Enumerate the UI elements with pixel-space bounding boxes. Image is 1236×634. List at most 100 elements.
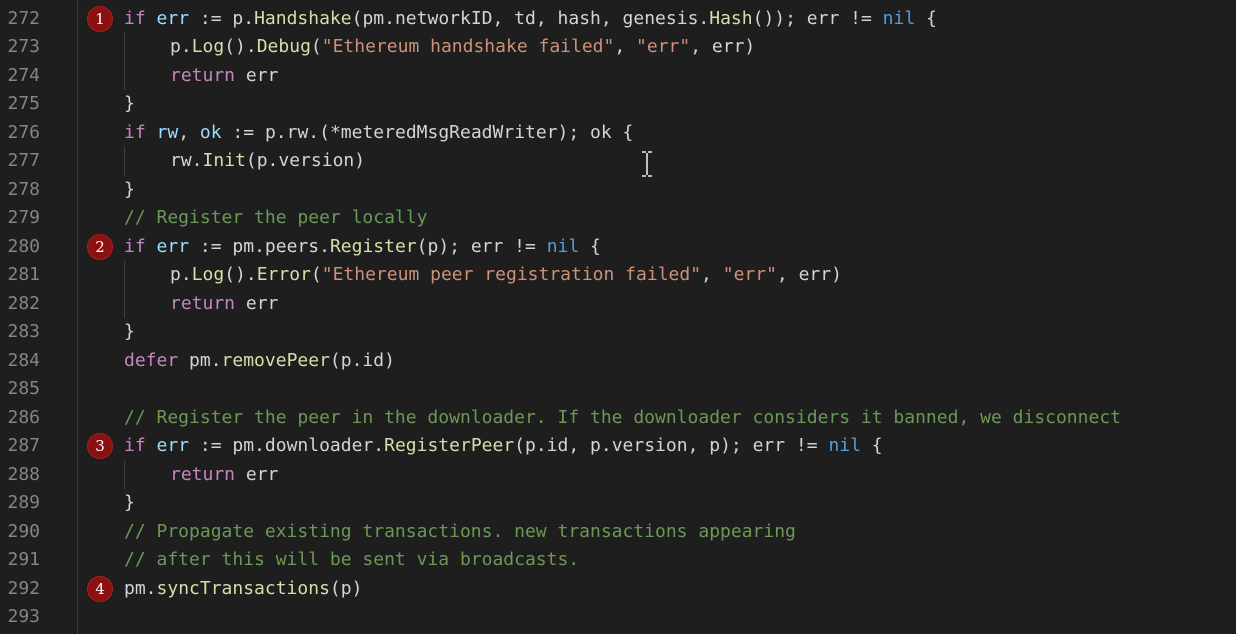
code-token: "err" [722, 264, 777, 285]
code-line[interactable]: 282 return err [0, 289, 1236, 319]
code-token: "err" [636, 36, 691, 57]
line-number: 279 [7, 207, 40, 228]
line-number: 289 [7, 492, 40, 513]
code-token: Log [191, 36, 225, 57]
code-token: "Ethereum handshake failed" [321, 36, 615, 57]
code-token: nil [828, 435, 861, 456]
code-line[interactable]: 291// after this will be sent via broadc… [0, 546, 1236, 575]
code-token: Hash [709, 7, 753, 29]
code-token: , [701, 264, 723, 285]
code-line[interactable]: 275} [0, 90, 1236, 119]
line-number: 282 [7, 292, 40, 314]
code-token: removePeer [221, 349, 330, 371]
code-token: if [124, 435, 146, 456]
line-number: 273 [7, 36, 40, 57]
code-token: if [124, 121, 146, 143]
line-number: 292 [7, 577, 40, 599]
code-token: rw [156, 121, 179, 143]
line-number: 275 [7, 93, 40, 114]
code-token: "Ethereum peer registration failed" [321, 264, 702, 285]
line-number: 290 [7, 520, 40, 542]
code-token: (p.id) [329, 349, 395, 371]
code-line[interactable]: 286 // Register the peer in the downloade… [0, 404, 1236, 433]
code-token: := p.rw.(*meteredMsgReadWriter); ok { [221, 121, 634, 143]
code-token: nil [882, 7, 916, 29]
code-token: (). [224, 36, 257, 57]
code-text: return err [170, 290, 278, 319]
code-token: Debug [256, 36, 311, 57]
code-token: nil [546, 235, 580, 257]
code-token: ( [310, 264, 322, 285]
code-text: rw.Init(p.version) [170, 147, 365, 176]
code-token: return [170, 292, 236, 314]
line-number: 287 [7, 435, 40, 456]
code-line[interactable]: 278} [0, 176, 1236, 205]
step-marker-badge: 2 [87, 233, 113, 260]
code-token: p. [170, 264, 192, 285]
code-token [146, 122, 157, 143]
code-token: if [124, 235, 146, 257]
line-number: 277 [7, 150, 40, 171]
code-token: err [156, 235, 190, 257]
code-token: err [235, 64, 279, 86]
code-token: := p. [189, 7, 255, 29]
indent-guide [124, 289, 125, 318]
code-text: pm.syncTransactions(p) [124, 575, 362, 604]
code-token: return [170, 64, 236, 86]
line-number: 283 [7, 321, 40, 342]
step-marker-badge: 1 [87, 5, 113, 32]
code-token: (). [224, 264, 257, 285]
code-token: { [579, 235, 601, 257]
code-token: return [170, 463, 236, 485]
code-token: } [124, 93, 135, 114]
code-token: syncTransactions [156, 577, 330, 599]
line-number: 285 [7, 378, 40, 399]
code-line[interactable]: 283} [0, 318, 1236, 347]
code-token: err [235, 292, 279, 314]
code-line[interactable]: 289} [0, 489, 1236, 518]
code-token: ok [199, 121, 222, 143]
code-text: // Register the peer locally [124, 204, 427, 233]
code-token: pm. [124, 577, 157, 599]
code-token: ( [310, 36, 322, 57]
code-line[interactable]: 292 pm.syncTransactions(p) 4 [0, 575, 1236, 604]
code-text: if err := pm.peers.Register(p); err != n… [124, 233, 601, 262]
code-token: { [915, 7, 937, 29]
code-token: Register [329, 235, 417, 257]
code-line[interactable]: 279 // Register the peer locally [0, 204, 1236, 233]
code-text: // Register the peer in the downloader. … [124, 404, 1121, 433]
code-line[interactable]: 290// Propagate existing transactions. n… [0, 518, 1236, 547]
code-token: (p.version) [245, 150, 366, 171]
code-token: Log [191, 264, 225, 285]
code-token: (p) [329, 577, 363, 599]
code-line[interactable]: 285 [0, 375, 1236, 404]
code-line[interactable]: 293 [0, 603, 1236, 632]
code-token: Handshake [254, 7, 352, 29]
code-text: p.Log().Error("Ethereum peer registratio… [170, 261, 842, 290]
code-text: } [124, 90, 135, 119]
code-token: , [178, 121, 200, 143]
code-token: , [614, 36, 637, 57]
code-token: Error [256, 264, 311, 285]
code-text: // after this will be sent via broadcast… [124, 546, 579, 575]
code-text: return err [170, 62, 278, 91]
indent-guide [124, 147, 125, 176]
text-cursor-icon [640, 150, 654, 178]
line-number: 278 [7, 178, 40, 200]
step-marker-badge: 4 [87, 575, 113, 602]
indent-guide [124, 33, 125, 62]
code-text: if rw, ok := p.rw.(*meteredMsgReadWriter… [124, 119, 633, 148]
code-line[interactable]: 277 rw.Init(p.version) [0, 147, 1236, 176]
line-number: 286 [7, 406, 40, 428]
code-token: (p.id, p.version, p); err != [514, 435, 829, 456]
